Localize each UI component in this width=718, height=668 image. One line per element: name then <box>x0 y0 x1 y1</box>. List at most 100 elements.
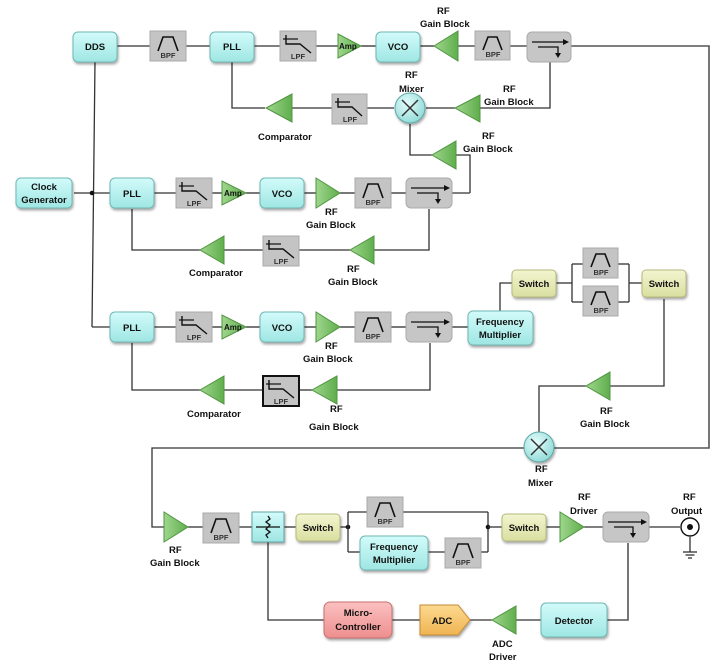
bpf-block[interactable]: BPF <box>582 285 619 317</box>
vco-block[interactable]: VCO <box>259 177 305 209</box>
bpf-label: BPF <box>486 50 501 59</box>
detector-label: Detector <box>555 616 594 627</box>
adc-driver-label-line1: ADC <box>492 639 513 650</box>
adc-block[interactable]: ADC <box>419 604 471 636</box>
directional-coupler[interactable] <box>526 31 572 63</box>
switch-block[interactable]: Switch <box>501 513 547 542</box>
pll-block[interactable]: PLL <box>109 177 155 209</box>
bpf-label: BPF <box>214 533 229 542</box>
mcu-label-line2: Controller <box>335 622 381 633</box>
freq-mult-label-line1: Frequency <box>476 317 525 328</box>
mixer-label: Mixer <box>399 84 424 95</box>
amp-block[interactable]: Amp <box>221 180 248 206</box>
bpf-label: BPF <box>594 268 609 277</box>
switch-label: Switch <box>303 523 334 534</box>
freq-mult-label-line1: Frequency <box>370 542 419 553</box>
rf-label: RF <box>683 492 696 503</box>
pll-block[interactable]: PLL <box>209 31 255 63</box>
frequency-multiplier[interactable]: Frequency Multiplier <box>359 535 429 571</box>
comparator-label: Comparator <box>258 132 312 143</box>
variable-attenuator[interactable] <box>251 511 285 543</box>
bpf-block[interactable]: BPF <box>582 247 619 279</box>
amp-block[interactable]: Amp <box>337 33 363 59</box>
frequency-multiplier[interactable]: Frequency Multiplier <box>467 310 534 346</box>
pll-label: PLL <box>123 189 141 200</box>
lpf-block-selected[interactable]: LPF <box>262 375 300 407</box>
output-label: Output <box>671 506 703 517</box>
detector[interactable]: Detector <box>540 602 608 638</box>
rf-gain-block[interactable]: RF Gain Block <box>431 131 513 170</box>
amp-block[interactable]: Amp <box>221 314 248 340</box>
rf-label: RF <box>503 84 516 95</box>
rf-gain-block[interactable]: RF Gain Block <box>303 311 353 365</box>
directional-coupler[interactable] <box>405 311 453 343</box>
rf-gain-block[interactable]: RF Gain Block <box>150 511 200 569</box>
lpf-label: LPF <box>274 257 289 266</box>
vco-label: VCO <box>272 189 293 200</box>
microcontroller[interactable]: Micro- Controller <box>323 601 393 639</box>
amp-label: Amp <box>224 189 242 198</box>
lpf-block[interactable]: LPF <box>262 235 300 267</box>
lpf-label: LPF <box>274 397 289 406</box>
pll-label: PLL <box>223 42 241 53</box>
bpf-block[interactable]: BPF <box>354 311 392 343</box>
comparator[interactable]: Comparator <box>258 93 312 143</box>
rf-label: RF <box>535 464 548 475</box>
bpf-block[interactable]: BPF <box>474 30 511 61</box>
switch-block[interactable]: Switch <box>511 269 557 298</box>
bpf-label: BPF <box>161 51 176 60</box>
bpf-block[interactable]: BPF <box>354 177 392 209</box>
bpf-label: BPF <box>456 558 471 567</box>
lpf-label: LPF <box>291 52 306 61</box>
rf-gain-block[interactable]: RF Gain Block <box>306 177 356 231</box>
lpf-block[interactable]: LPF <box>279 30 317 62</box>
switch-label: Switch <box>519 279 550 290</box>
directional-coupler[interactable] <box>405 177 453 209</box>
bpf-block[interactable]: BPF <box>202 512 240 544</box>
amp-label: Amp <box>224 323 242 332</box>
gain-block-label: Gain Block <box>463 144 513 155</box>
adc-label: ADC <box>432 616 453 627</box>
lpf-block[interactable]: LPF <box>175 311 213 343</box>
rf-label: RF <box>347 264 360 275</box>
bpf-label: BPF <box>594 306 609 315</box>
switch-label: Switch <box>509 523 540 534</box>
rf-driver[interactable]: RF Driver <box>559 492 598 543</box>
rf-output-connector[interactable]: RF Output <box>671 492 703 537</box>
rf-gain-block[interactable]: RF Gain Block <box>580 371 630 430</box>
rf-label: RF <box>482 131 495 142</box>
gain-block-label: Gain Block <box>420 19 470 30</box>
rf-mixer[interactable]: RF Mixer <box>523 431 555 489</box>
vco-block[interactable]: VCO <box>259 311 305 343</box>
switch-block[interactable]: Switch <box>641 269 687 298</box>
dds-label: DDS <box>85 42 105 53</box>
bpf-block[interactable]: BPF <box>444 537 482 569</box>
rf-mixer[interactable]: RF Mixer <box>394 70 426 124</box>
comparator[interactable]: Comparator <box>189 235 243 279</box>
clock-generator[interactable]: Clock Generator <box>15 177 73 209</box>
lpf-label: LPF <box>343 115 358 124</box>
comparator[interactable]: Comparator <box>187 375 241 420</box>
rf-gain-block[interactable]: RF Gain Block <box>328 235 378 288</box>
switch-block[interactable]: Switch <box>295 513 341 542</box>
clock-label-line2: Generator <box>21 195 67 206</box>
lpf-block[interactable]: LPF <box>331 93 368 125</box>
rf-gain-block[interactable]: RF Gain Block <box>309 375 359 433</box>
directional-coupler[interactable] <box>602 511 650 543</box>
vco-label: VCO <box>388 42 409 53</box>
dds-block[interactable]: DDS <box>72 31 118 63</box>
adc-driver[interactable]: ADC Driver <box>489 605 517 663</box>
rf-gain-block[interactable]: RF Gain Block <box>453 84 534 123</box>
bpf-block[interactable]: BPF <box>366 496 404 528</box>
pll-block[interactable]: PLL <box>109 311 155 343</box>
mixer-label: Mixer <box>528 478 553 489</box>
rf-label: RF <box>325 207 338 218</box>
vco-block[interactable]: VCO <box>375 31 421 63</box>
bpf-block[interactable]: BPF <box>149 30 187 62</box>
lpf-block[interactable]: LPF <box>175 177 213 209</box>
comparator-label: Comparator <box>189 268 243 279</box>
wires <box>74 45 710 621</box>
rf-label: RF <box>578 492 591 503</box>
rf-gain-block[interactable]: RF Gain Block <box>420 6 470 62</box>
